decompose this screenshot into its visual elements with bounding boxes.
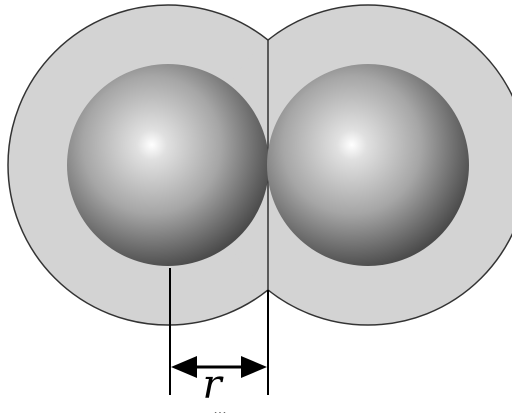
left-sphere [67, 64, 269, 266]
left-arrowhead [171, 356, 197, 378]
footer-mark: ... [213, 402, 226, 413]
right-sphere [267, 64, 469, 266]
right-arrowhead [241, 356, 267, 378]
